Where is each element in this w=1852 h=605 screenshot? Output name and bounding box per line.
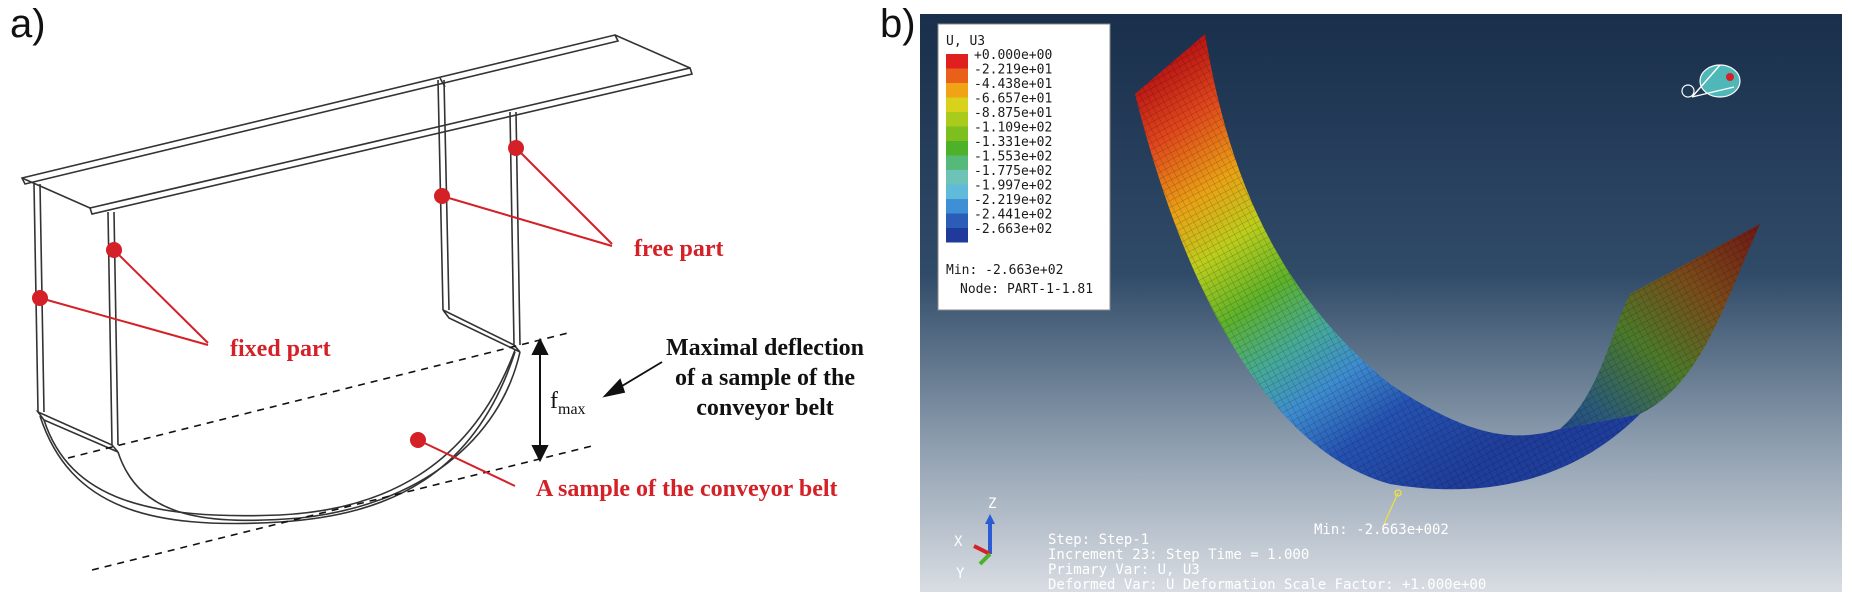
legend-swatch: [946, 155, 968, 170]
legend-swatch: [946, 184, 968, 199]
min-marker-text: Min: -2.663e+002: [1314, 522, 1449, 538]
sample-belt-label: A sample of the conveyor belt: [536, 476, 838, 502]
legend-swatch: [946, 68, 968, 83]
legend-swatch: [946, 83, 968, 98]
triad-z-label: Z: [988, 496, 996, 512]
legend-swatch: [946, 54, 968, 69]
max-deflection-line-3: conveyor belt: [696, 395, 834, 421]
step-info: Step: Step-1 Increment 23: Step Time = 1…: [1048, 532, 1486, 592]
triad-x-label: X: [954, 534, 963, 550]
legend-swatch: [946, 112, 968, 127]
panel-a-label: a): [10, 2, 46, 46]
legend-value: -1.997e+02: [974, 179, 1052, 194]
legend-node-text: Node: PART-1-1.81: [960, 282, 1093, 297]
red-leaders: [39, 147, 613, 487]
legend-value: +0.000e+00: [974, 48, 1052, 63]
min-marker: Min: -2.663e+002: [1314, 489, 1449, 538]
legend-swatch: [946, 141, 968, 156]
legend-swatch: [946, 228, 968, 243]
fmax-label: fmax: [550, 388, 586, 418]
panel-a-drawing: fmax free part fixed part A sample of th…: [20, 34, 864, 571]
legend-value: -4.438e+01: [974, 77, 1052, 92]
legend-value: -2.219e+02: [974, 193, 1052, 208]
legend-swatch: [946, 97, 968, 112]
red-dots: [32, 140, 524, 448]
info-deformed-var: Deformed Var: U Deformation Scale Factor…: [1048, 577, 1486, 592]
legend-value: -2.441e+02: [974, 208, 1052, 223]
max-deflection-line-2: of a sample of the: [675, 365, 855, 391]
info-step: Step: Step-1: [1048, 532, 1149, 548]
legend-value: -1.553e+02: [974, 150, 1052, 165]
legend-min-text: Min: -2.663e+02: [946, 263, 1063, 278]
legend-value: -2.663e+02: [974, 222, 1052, 237]
legend-value: -2.219e+01: [974, 63, 1052, 78]
legend-swatch: [946, 199, 968, 214]
legend-value: -6.657e+01: [974, 92, 1052, 107]
legend-value: -8.875e+01: [974, 106, 1052, 121]
panel-b-label: b): [880, 2, 916, 46]
legend-swatch: [946, 170, 968, 185]
deflection-pointer: [602, 361, 663, 398]
fixed-part-label: fixed part: [230, 336, 331, 362]
legend-swatches: +0.000e+00-2.219e+01-4.438e+01-6.657e+01…: [946, 48, 1052, 243]
legend-title: U, U3: [946, 34, 985, 49]
axis-triad: Z X Y: [954, 496, 996, 582]
info-primary-var: Primary Var: U, U3: [1048, 562, 1200, 578]
upper-dashed-line: [67, 331, 573, 459]
fmax-arrow: [531, 337, 549, 463]
legend-box: U, U3 +0.000e+00-2.219e+01-4.438e+01-6.6…: [937, 23, 1111, 311]
deformed-belt-mesh: [1135, 34, 1760, 490]
max-deflection-line-1: Maximal deflection: [666, 335, 864, 361]
legend-value: -1.775e+02: [974, 164, 1052, 179]
free-part-label: free part: [634, 236, 724, 262]
legend-value: -1.109e+02: [974, 121, 1052, 136]
info-increment: Increment 23: Step Time = 1.000: [1048, 547, 1309, 563]
test-stand-frame: [20, 34, 694, 525]
lower-dashed-line: [91, 444, 597, 571]
triad-y-label: Y: [956, 566, 965, 582]
legend-value: -1.331e+02: [974, 135, 1052, 150]
fea-viewport: Min: -2.663e+002 U, U3 +0.000e+00-2.219e…: [920, 14, 1842, 592]
legend-swatch: [946, 126, 968, 141]
legend-swatch: [946, 213, 968, 228]
view-orientation-icon: [1681, 64, 1741, 98]
